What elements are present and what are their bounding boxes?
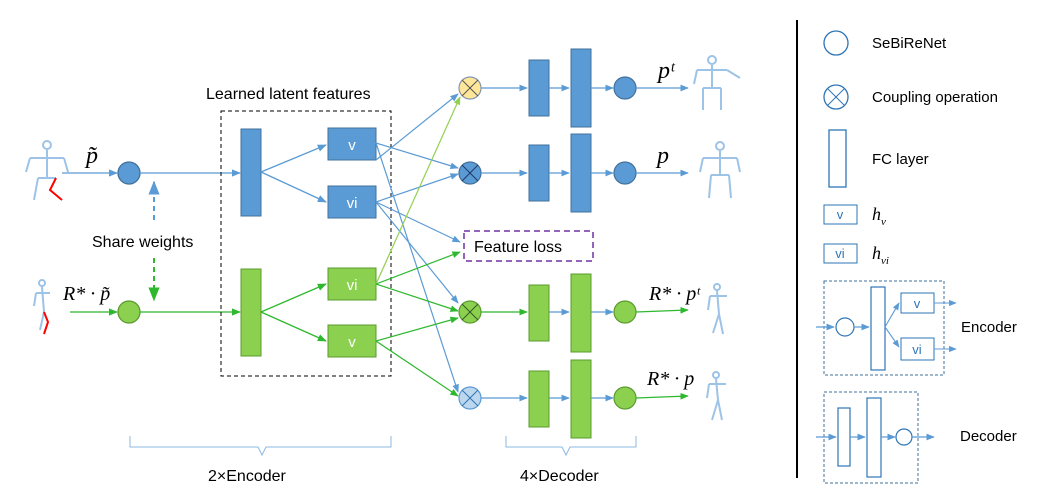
- coupling-node-3: [458, 300, 482, 324]
- legend-hv-box: [823, 204, 858, 225]
- feature-loss-label: Feature loss: [474, 239, 562, 256]
- decoder-2: [481, 133, 689, 213]
- latent-vi-box-top: [327, 185, 377, 219]
- link-vi-bottom-to-c3: [375, 283, 459, 312]
- sebirenet-node-top: [117, 161, 141, 185]
- output-skeleton-icon-rp: [706, 371, 726, 421]
- legend-encoder-vi: vi: [912, 342, 922, 357]
- legend-coupling-icon: [823, 84, 849, 110]
- legend-encoder-v: v: [914, 296, 921, 311]
- legend-hvi-box: [823, 243, 858, 264]
- legend-hvi-box-label: vi: [835, 246, 845, 261]
- output-skeleton-icon-pt: [693, 55, 741, 110]
- legend-hvi-label: hvi: [872, 243, 889, 267]
- legend-fc-layer-label: FC layer: [872, 151, 929, 168]
- decoder-count-label: 4×Decoder: [520, 468, 599, 485]
- coupling-node-1: [458, 76, 482, 100]
- latent-v-box-top: [327, 127, 377, 161]
- latent-vi-label-bottom: vi: [347, 277, 358, 294]
- output-skeleton-icon-rpt: [707, 283, 727, 335]
- legend: SeBiReNet Coupling operation FC layer v …: [816, 30, 1017, 484]
- link-v-bottom-to-c4: [375, 340, 459, 397]
- arrow-fc-to-v-top: [260, 144, 327, 173]
- link-v-top-to-c2: [375, 142, 459, 170]
- decoder-4: [481, 359, 689, 439]
- legend-sebirenet-label: SeBiReNet: [872, 35, 947, 52]
- output-p-label: p: [655, 143, 669, 169]
- link-vi-top-to-c3: [375, 201, 459, 304]
- latent-v-label-top: v: [348, 137, 356, 154]
- encoder-fc-layer-bottom: [240, 268, 262, 357]
- rotated-input-skeleton-icon: [33, 279, 50, 335]
- legend-decoder-label: Decoder: [960, 428, 1017, 445]
- link-vi-top-to-c2: [375, 173, 459, 203]
- arrow-fc-to-vi-top: [260, 171, 327, 203]
- latent-v-box-bottom: [327, 324, 377, 358]
- input-skeleton-icon: [25, 140, 69, 201]
- legend-encoder-diagram: v vi: [816, 280, 957, 376]
- output-skeleton-icon-p: [699, 141, 741, 199]
- legend-hv-label: hv: [872, 204, 886, 228]
- arrow-fc-to-v-bottom: [260, 311, 327, 342]
- link-v-bottom-to-c3: [375, 316, 459, 342]
- output-pt-label: pᵗ: [656, 58, 676, 84]
- encoder-count-label: 2×Encoder: [208, 468, 287, 485]
- output-rpt-label: R* · pᵗ: [648, 283, 701, 305]
- link-v-top-to-c4: [375, 142, 459, 393]
- legend-hv-box-label: v: [837, 207, 844, 222]
- legend-encoder-label: Encoder: [961, 319, 1017, 336]
- link-vi-bottom-to-loss: [375, 251, 461, 285]
- decoder-3: [481, 273, 689, 353]
- legend-fc-layer-icon: [828, 129, 847, 188]
- decoder-1: [481, 48, 689, 128]
- legend-coupling-label: Coupling operation: [872, 89, 998, 106]
- input-p-tilde-label: p̃: [84, 143, 98, 169]
- latent-features-box: [220, 110, 392, 377]
- encoder-fc-layer-top: [240, 128, 262, 217]
- coupling-node-2: [458, 161, 482, 185]
- share-weights-label: Share weights: [92, 234, 193, 251]
- latent-v-label-bottom: v: [348, 334, 356, 351]
- decoder-brace: [505, 436, 637, 457]
- input-rotated-label: R* · p̃: [62, 283, 110, 305]
- link-vi-bottom-to-c1: [375, 96, 461, 285]
- latent-vi-label-top: vi: [347, 195, 358, 212]
- latent-features-title: Learned latent features: [206, 86, 371, 103]
- arrow-fc-to-vi-bottom: [260, 283, 327, 313]
- legend-sebirenet-icon: [823, 30, 849, 56]
- link-vi-top-to-loss: [375, 201, 461, 243]
- encoder-brace: [129, 436, 392, 457]
- coupling-node-4: [458, 386, 482, 410]
- legend-decoder-diagram: [816, 391, 935, 484]
- output-rp-label: R* · p: [646, 368, 694, 390]
- sebirenet-node-bottom: [117, 300, 141, 324]
- feature-loss-box: [463, 230, 594, 262]
- link-v-top-to-c1: [375, 93, 459, 161]
